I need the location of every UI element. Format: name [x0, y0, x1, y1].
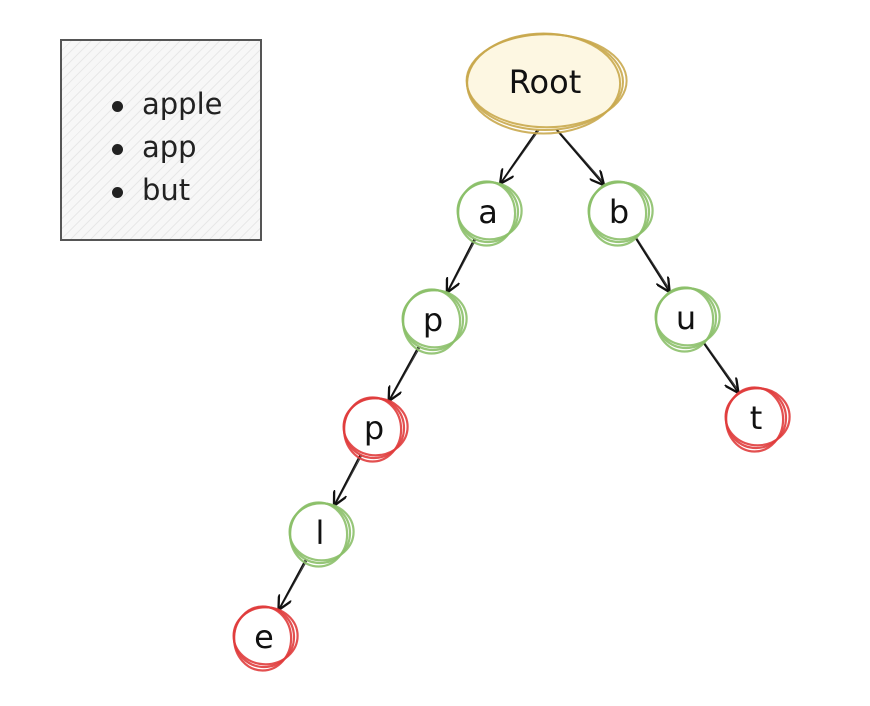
- edge-b-u: [634, 236, 670, 291]
- nodes: Root a b p p l e u t: [232, 32, 791, 672]
- edge-l-e: [279, 559, 308, 608]
- edge-root-b: [552, 124, 605, 184]
- node-e: e: [232, 605, 299, 672]
- edge-u-t: [702, 342, 739, 392]
- edge-root-a: [501, 127, 541, 183]
- node-a-label: a: [478, 193, 498, 231]
- edges: [279, 124, 739, 608]
- node-l-label: l: [316, 514, 325, 552]
- node-u: u: [654, 286, 721, 353]
- word-list-box: apple app but: [60, 39, 262, 241]
- edge-p2-l: [335, 454, 363, 505]
- node-root-label: Root: [509, 63, 582, 101]
- word-list: apple app but: [110, 83, 223, 212]
- node-t: t: [724, 386, 791, 453]
- node-b-label: b: [609, 193, 629, 231]
- word-item-but: but: [110, 169, 223, 212]
- node-u-label: u: [676, 299, 696, 337]
- word-item-app: app: [110, 126, 223, 169]
- node-b: b: [587, 180, 654, 247]
- word-item-apple: apple: [110, 83, 223, 126]
- node-a: a: [456, 180, 523, 247]
- node-e-label: e: [254, 618, 274, 656]
- node-l: l: [288, 501, 355, 568]
- node-root: Root: [465, 32, 628, 135]
- node-p2: p: [342, 396, 409, 463]
- node-p1: p: [401, 288, 468, 355]
- edge-a-p1: [448, 238, 477, 292]
- node-t-label: t: [750, 399, 763, 437]
- edge-p1-p2: [389, 345, 421, 400]
- node-p2-label: p: [364, 409, 384, 447]
- node-p1-label: p: [423, 301, 443, 339]
